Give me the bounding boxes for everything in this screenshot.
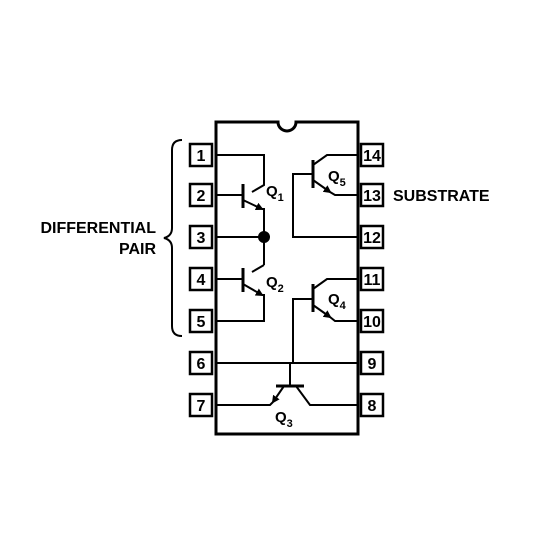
pin-14-box (359, 142, 385, 168)
pin-3-label: 3 (197, 230, 206, 247)
differential-pair-label-line1: DIFFERENTIAL (40, 220, 156, 237)
q2-collector-line (251, 264, 265, 273)
pin-8-label: 8 (368, 398, 377, 415)
q1-emitter-line (242, 199, 264, 211)
differential-pair-label-line2: PAIR (119, 241, 156, 258)
pin-6-box (188, 350, 214, 376)
q1-emitter-wire (262, 208, 265, 237)
pin-14-label: 14 (363, 148, 381, 165)
q5-collector-wire (312, 154, 358, 166)
q2-emitter-line (242, 283, 264, 297)
q5-emitter-wire (329, 191, 358, 196)
transistor-labels: Q1 Q2 Q3 Q4 Q5 (266, 168, 347, 430)
pin-numbers: 1 2 3 4 5 6 7 14 13 12 11 10 9 8 (197, 148, 381, 415)
q1-collector-wire (216, 154, 265, 193)
pin-4-box (188, 266, 214, 292)
pin-9-box (359, 350, 385, 376)
q5-emitter-line (312, 179, 332, 194)
pin-2-box (188, 182, 214, 208)
differential-pair-brace (163, 139, 183, 337)
q2-lower-wire (216, 294, 265, 322)
pin-5-box (188, 308, 214, 334)
q3-emitter-wire (216, 401, 274, 406)
pin-3-box (188, 224, 214, 250)
q4-emitter-wire (329, 316, 358, 322)
q4-base-wire (292, 298, 313, 363)
pin-8-box (359, 392, 385, 418)
pin-11-box (359, 266, 385, 292)
q5-base-wire (292, 173, 358, 238)
left-pins (188, 142, 214, 418)
pin-6-label: 6 (197, 356, 206, 373)
pin-1-label: 1 (197, 148, 206, 165)
q2-label: Q2 (266, 274, 284, 295)
pin-5-label: 5 (197, 314, 206, 331)
pin-13-label: 13 (363, 188, 381, 205)
q5-label: Q5 (328, 168, 346, 189)
q4-label: Q4 (328, 291, 347, 312)
q1-label: Q1 (266, 183, 284, 204)
pin-10-label: 10 (363, 314, 381, 331)
pin-9-label: 9 (368, 356, 377, 373)
right-pins (359, 142, 385, 418)
pin-7-label: 7 (197, 398, 206, 415)
pin-12-label: 12 (363, 230, 381, 247)
q3-collector-wire (295, 385, 358, 406)
pin-10-box (359, 308, 385, 334)
q3-emitter-line (271, 385, 285, 404)
pin-7-box (188, 392, 214, 418)
pin-2-label: 2 (197, 188, 206, 205)
q4-collector-wire (312, 278, 358, 290)
pin-4-label: 4 (197, 272, 206, 289)
pin-1-box (188, 142, 214, 168)
pin-11-label: 11 (364, 272, 381, 289)
q4-emitter-line (312, 304, 332, 319)
substrate-label: SUBSTRATE (393, 188, 490, 205)
ic-package-outline (214, 120, 360, 436)
pin-13-box (359, 182, 385, 208)
pin-12-box (359, 224, 385, 250)
q3-label: Q3 (275, 409, 293, 430)
circuit-wiring (216, 154, 358, 406)
